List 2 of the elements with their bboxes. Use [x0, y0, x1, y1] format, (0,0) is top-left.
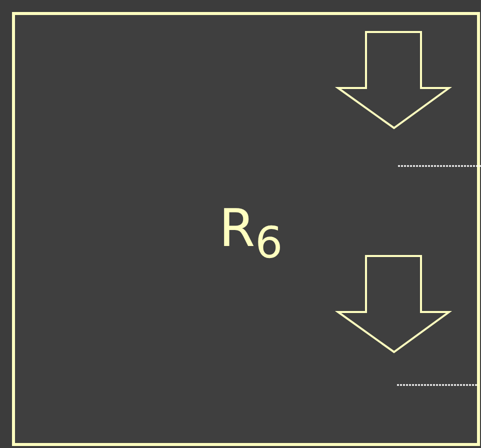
block-box — [12, 12, 480, 446]
block-label: R$_{6}$ — [219, 199, 283, 268]
